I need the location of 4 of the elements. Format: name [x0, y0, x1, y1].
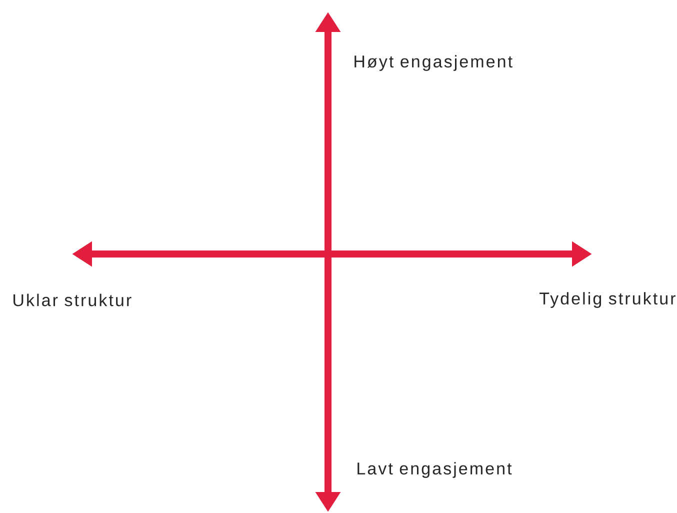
- axis-label: Uklar struktur: [14, 294, 132, 306]
- axis-label: Lavt engasjement: [358, 462, 512, 478]
- axis-label: Høyt engasjement: [354, 55, 512, 71]
- axis-label: Tydelig struktur: [540, 292, 676, 308]
